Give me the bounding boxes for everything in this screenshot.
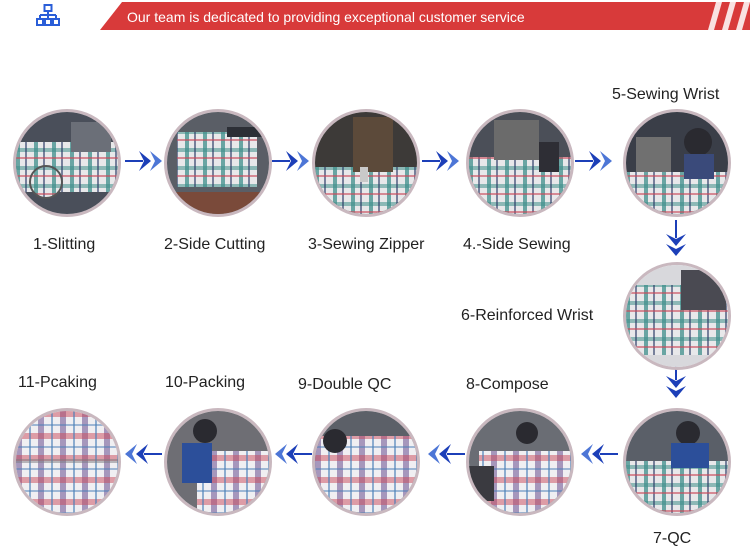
step-label-packaging: 11-Pcaking (18, 374, 97, 391)
step-label-packing: 10-Packing (165, 374, 246, 391)
arrow-left-icon (125, 444, 162, 464)
step-label-sewing-zipper: 3-Sewing Zipper (308, 236, 425, 253)
arrow-left-icon (428, 444, 465, 464)
step-label-compose: 8-Compose (466, 376, 549, 393)
arrow-left-icon (581, 444, 618, 464)
step-photo-double-qc (312, 408, 420, 516)
step-label-side-sewing: 4.-Side Sewing (463, 236, 571, 253)
step-photo-qc (623, 408, 731, 516)
step-photo-compose (466, 408, 574, 516)
network-icon (36, 4, 60, 26)
step-label-slitting: 1-Slitting (33, 236, 96, 253)
step-photo-packing (164, 408, 272, 516)
step-photo-side-sewing (466, 109, 574, 217)
arrow-down-icon (666, 220, 686, 256)
step-photo-slitting (13, 109, 121, 217)
step-photo-sewing-zipper (312, 109, 420, 217)
banner-red-bar (100, 2, 750, 30)
step-label-reinforced-wrist: 6-Reinforced Wrist (461, 307, 594, 324)
step-photo-sewing-wrist (623, 109, 731, 217)
banner-stripes-decoration (708, 2, 750, 30)
step-label-sewing-wrist: 5-Sewing Wrist (612, 86, 720, 103)
step-label-double-qc: 9-Double QC (298, 376, 392, 393)
arrow-right-icon (575, 151, 612, 171)
step-photo-packaging (13, 408, 121, 516)
arrow-right-icon (422, 151, 459, 171)
arrow-left-icon (275, 444, 312, 464)
arrow-right-icon (272, 151, 309, 171)
step-label-side-cutting: 2-Side Cutting (164, 236, 266, 253)
banner-title: Our team is dedicated to providing excep… (127, 9, 525, 25)
step-label-qc: 7-QC (653, 530, 692, 547)
header-banner: Our team is dedicated to providing excep… (0, 0, 750, 30)
step-photo-reinforced-wrist (623, 262, 731, 370)
step-photo-side-cutting (164, 109, 272, 217)
arrow-right-icon (125, 151, 162, 171)
banner-icon-area (0, 0, 98, 30)
